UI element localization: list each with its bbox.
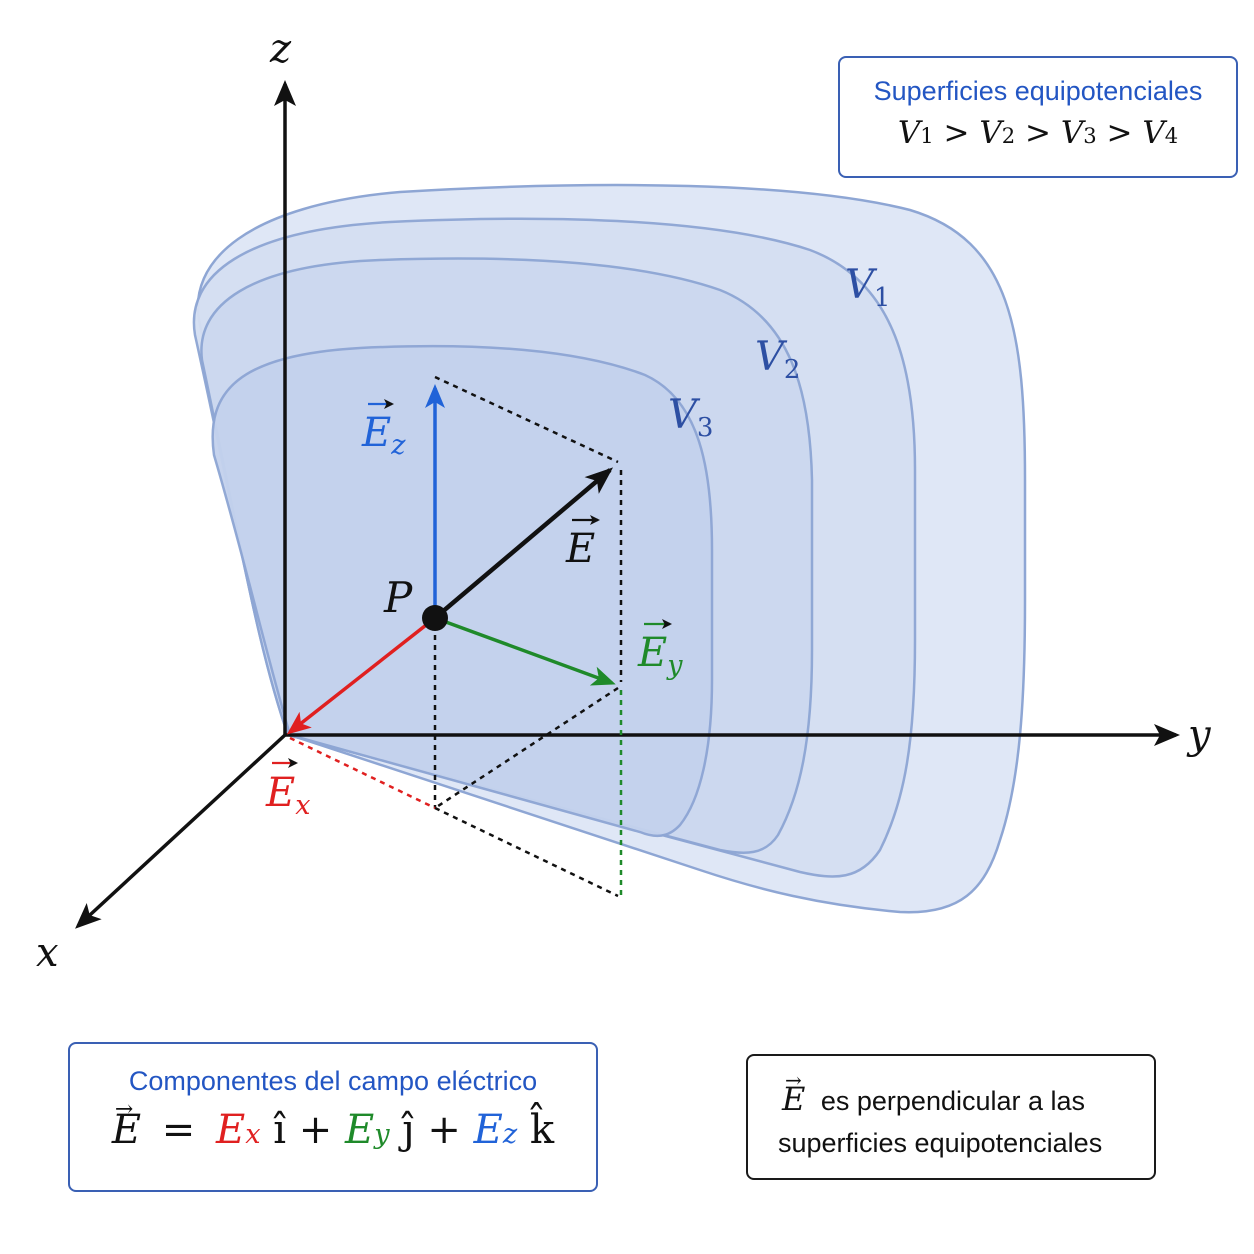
dash-ez-top xyxy=(434,375,619,464)
vector-label-ey: Ey xyxy=(637,619,683,681)
surface-label-v2: V2 xyxy=(755,334,800,385)
dash-ex-base xyxy=(289,736,436,810)
note-line-2: superficies equipotenciales xyxy=(778,1128,1103,1158)
dash-ey-base xyxy=(434,686,619,810)
point-p-label: P xyxy=(383,573,413,622)
vector-ey xyxy=(434,616,616,686)
svg-text:E: E xyxy=(565,526,595,572)
vector-e xyxy=(433,467,614,620)
axes xyxy=(75,80,1180,929)
vector-ex xyxy=(286,616,437,735)
equipotential-legend-box: Superficies equipotenciales V1 > V2 > V3… xyxy=(838,56,1238,178)
y-axis-label: y xyxy=(1186,712,1212,758)
potential-ordering: V1 > V2 > V3 > V4 xyxy=(897,115,1179,151)
components-box: Componentes del campo eléctrico →E = Ex … xyxy=(68,1042,598,1192)
vector-label-ez: Ez xyxy=(361,399,406,461)
vector-label-ex: Ex xyxy=(265,758,310,821)
equipotential-surfaces xyxy=(192,183,1027,914)
projection-lines xyxy=(289,375,623,898)
svg-text:Ey: Ey xyxy=(637,630,683,681)
components-equation: →E = Ex î + Ey ĵ + Ez k̂ xyxy=(111,1097,555,1153)
note-line-1: →E es perpendicular a las xyxy=(782,1068,1086,1118)
svg-text:Ez: Ez xyxy=(361,410,406,461)
svg-text:Ex: Ex xyxy=(265,770,310,821)
equipotential-legend-title: Superficies equipotenciales xyxy=(873,76,1203,106)
vector-label-e: E xyxy=(565,515,600,572)
components-title: Componentes del campo eléctrico xyxy=(128,1066,538,1096)
dash-base-front xyxy=(434,806,619,898)
vectors xyxy=(286,384,616,735)
perpendicular-note-box: →E es perpendicular a las superficies eq… xyxy=(746,1054,1156,1180)
surface-label-v1: V1 xyxy=(845,262,890,313)
surface-label-v3: V3 xyxy=(668,392,713,443)
x-axis-label: x xyxy=(36,930,59,976)
point-p-dot xyxy=(422,605,448,631)
x-axis xyxy=(75,733,287,929)
z-axis-label: z xyxy=(269,26,292,72)
